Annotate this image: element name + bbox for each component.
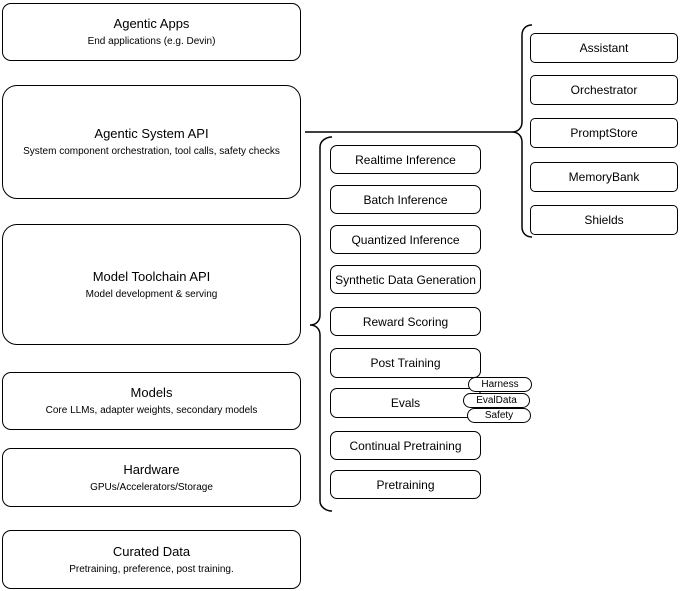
toolchain-item-continual-pretraining: Continual Pretraining — [330, 431, 481, 460]
component-assistant: Assistant — [530, 33, 678, 63]
toolchain-item-batch-inference: Batch Inference — [330, 185, 481, 214]
component-memorybank: MemoryBank — [530, 162, 678, 192]
node-subtitle: Core LLMs, adapter weights, secondary mo… — [45, 405, 258, 416]
node-title: Models — [130, 385, 173, 400]
eval-tag-evaldata: EvalData — [463, 393, 530, 408]
node-subtitle: System component orchestration, tool cal… — [23, 146, 280, 157]
node-hardware: Hardware GPUs/Accelerators/Storage — [2, 448, 301, 507]
node-subtitle: End applications (e.g. Devin) — [87, 36, 216, 47]
toolchain-item-reward-scoring: Reward Scoring — [330, 307, 481, 336]
component-promptstore: PromptStore — [530, 118, 678, 148]
node-agentic-system-api: Agentic System API System component orch… — [2, 85, 301, 199]
node-title: Agentic Apps — [113, 16, 190, 31]
component-orchestrator: Orchestrator — [530, 75, 678, 105]
node-agentic-apps: Agentic Apps End applications (e.g. Devi… — [2, 3, 301, 61]
node-models: Models Core LLMs, adapter weights, secon… — [2, 372, 301, 430]
node-subtitle: GPUs/Accelerators/Storage — [90, 481, 213, 493]
node-title: Model Toolchain API — [92, 268, 211, 284]
node-curated-data: Curated Data Pretraining, preference, po… — [2, 530, 301, 589]
node-title: Hardware — [123, 461, 180, 477]
node-title: Agentic System API — [94, 126, 209, 141]
toolchain-item-quantized-inference: Quantized Inference — [330, 225, 481, 254]
eval-tag-harness: Harness — [468, 377, 532, 392]
eval-tag-safety: Safety — [467, 408, 531, 423]
node-subtitle: Model development & serving — [85, 288, 218, 300]
toolchain-item-realtime-inference: Realtime Inference — [330, 145, 481, 174]
node-title: Curated Data — [112, 543, 191, 559]
node-subtitle: Pretraining, preference, post training. — [69, 563, 234, 575]
toolchain-item-synthetic-data-generation: Synthetic Data Generation — [330, 265, 481, 294]
toolchain-item-post-training: Post Training — [330, 348, 481, 378]
toolchain-item-evals: Evals — [330, 388, 481, 418]
toolchain-brace — [309, 136, 333, 512]
toolchain-item-pretraining: Pretraining — [330, 470, 481, 499]
node-model-toolchain-api: Model Toolchain API Model development & … — [2, 224, 301, 345]
system-components-brace — [511, 24, 533, 238]
component-shields: Shields — [530, 205, 678, 235]
